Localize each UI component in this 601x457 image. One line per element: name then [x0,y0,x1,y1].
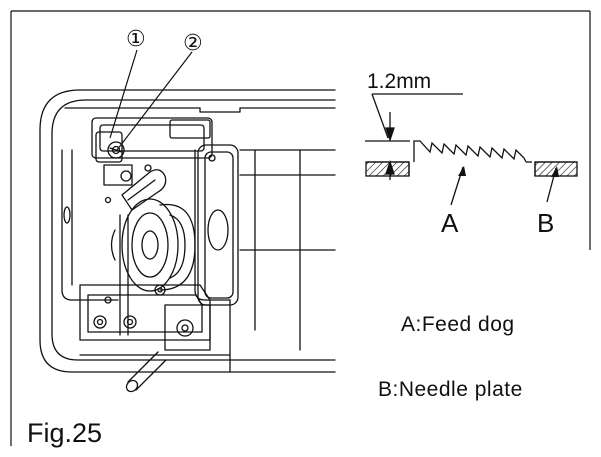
callout-2: ② [183,30,203,55]
sewing-machine-bed-illustration [39,89,336,393]
part-letter-a: A [441,208,459,238]
part-letter-b: B [537,208,554,238]
leader-a-arrowhead [458,166,466,176]
dimension-label: 1.2mm [367,70,431,93]
figure-frame [10,10,591,446]
callout-leaders [109,49,193,151]
callout-1: ① [126,26,146,51]
needle-plate-cross-section [365,93,578,206]
leader-b-arrowhead [551,166,559,177]
figure-caption: Fig.25 [27,418,102,448]
legend-needle-plate: B:Needle plate [378,378,523,401]
legend-feed-dog: A:Feed dog [401,313,515,336]
